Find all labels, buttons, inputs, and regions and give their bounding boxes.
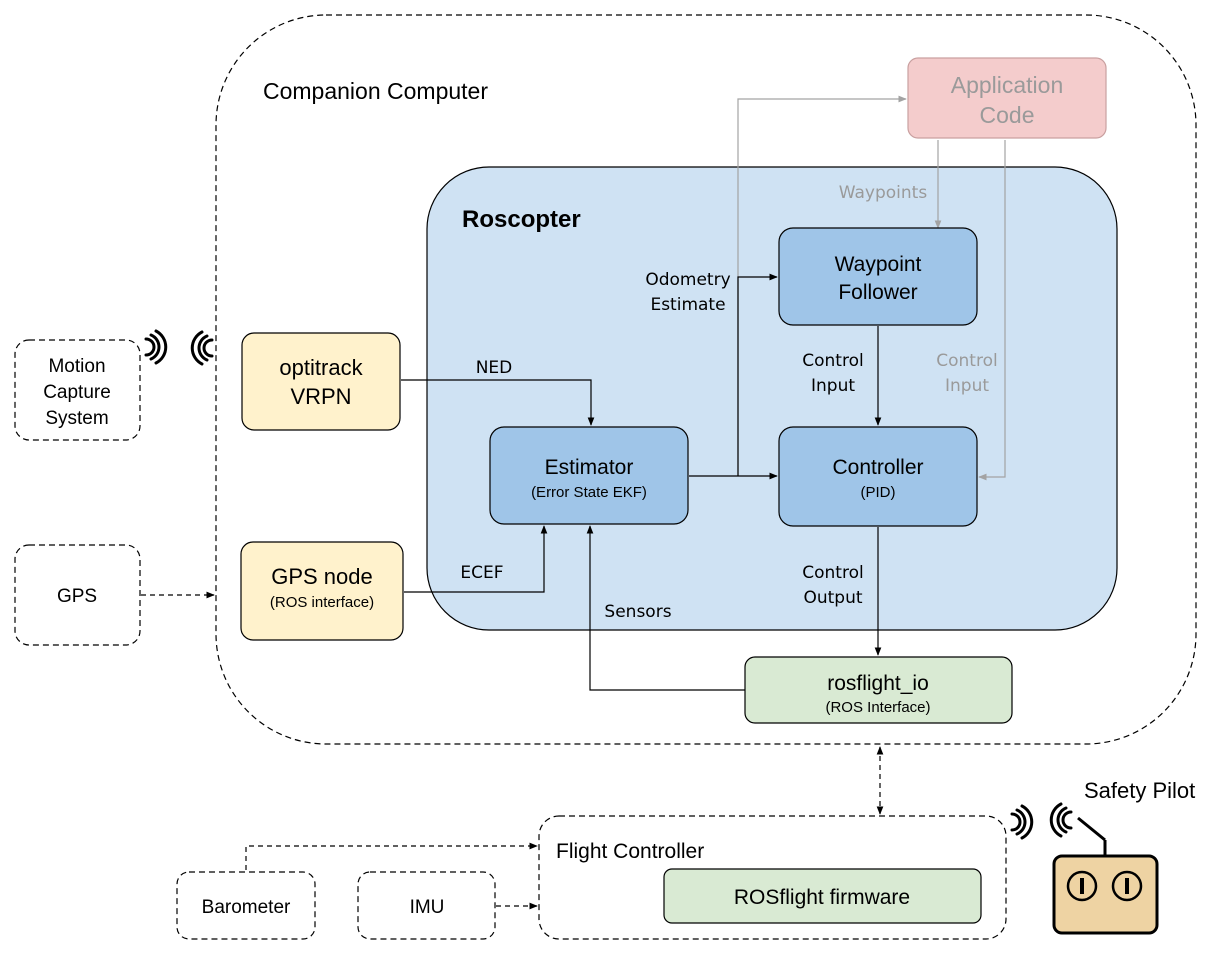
odometry-edge-label: Estimate bbox=[650, 295, 725, 315]
application-code-label: Application bbox=[951, 72, 1064, 98]
barometer-to-flight-controller-arrow bbox=[245, 842, 538, 870]
rosflight-firmware-node bbox=[663, 868, 982, 924]
gps-node-title: GPS node bbox=[271, 564, 373, 589]
controller-title: Controller bbox=[832, 456, 923, 479]
app-control-input-edge-label: Input bbox=[945, 376, 989, 396]
controller-subtitle: (PID) bbox=[861, 484, 896, 501]
ned-edge-label: NED bbox=[476, 358, 513, 378]
flight-controller-container bbox=[538, 815, 1007, 940]
roscopter-label: Roscopter bbox=[462, 206, 581, 233]
rc-transmitter-icon bbox=[1052, 816, 1159, 935]
app-control-input-arrow bbox=[978, 140, 1006, 481]
estimator-subtitle: (Error State EKF) bbox=[531, 484, 647, 501]
control-output-edge-label: Control bbox=[802, 563, 863, 583]
waypoint-follower-node bbox=[778, 227, 978, 326]
wireless-signal-icon bbox=[190, 330, 214, 366]
safety-pilot-label: Safety Pilot bbox=[1084, 778, 1195, 803]
rosflight-firmware-label: ROSflight firmware bbox=[734, 886, 910, 909]
ecef-edge-label: ECEF bbox=[460, 563, 503, 583]
app-control-input-edge-label: Control bbox=[936, 351, 997, 371]
sensors-arrow bbox=[586, 525, 745, 691]
wireless-signal-icon bbox=[1010, 804, 1034, 840]
optitrack-node bbox=[241, 332, 401, 431]
control-input-edge-label: Input bbox=[811, 376, 855, 396]
waypoint-follower-label: Waypoint bbox=[835, 253, 922, 276]
companion-computer-label: Companion Computer bbox=[263, 78, 488, 104]
ned-arrow bbox=[401, 379, 595, 426]
flight-controller-label: Flight Controller bbox=[556, 840, 704, 863]
motion-capture-system-box bbox=[14, 339, 141, 441]
application-code-node bbox=[907, 57, 1107, 139]
wireless-signal-icon bbox=[1049, 802, 1073, 838]
barometer-label: Barometer bbox=[202, 897, 291, 918]
imu-box bbox=[357, 871, 496, 940]
motion-capture-label: Motion bbox=[48, 356, 105, 377]
gps-label: GPS bbox=[57, 586, 97, 607]
odometry-edge-label: Odometry bbox=[645, 270, 730, 290]
optitrack-label: optitrack bbox=[279, 355, 363, 380]
gps-node bbox=[240, 541, 404, 641]
gps-box bbox=[14, 544, 141, 646]
optitrack-label: VRPN bbox=[290, 384, 351, 409]
controller-node bbox=[778, 426, 978, 527]
rosflight-io-title: rosflight_io bbox=[827, 672, 929, 695]
motion-capture-label: Capture bbox=[43, 382, 111, 403]
rosflight-io-subtitle: (ROS Interface) bbox=[825, 699, 930, 716]
roscopter-container bbox=[426, 166, 1118, 631]
ecef-arrow bbox=[404, 525, 548, 593]
gps-node-subtitle: (ROS interface) bbox=[270, 594, 374, 611]
sensors-edge-label: Sensors bbox=[604, 602, 671, 622]
barometer-box bbox=[176, 871, 316, 940]
waypoint-follower-label: Follower bbox=[838, 281, 917, 304]
wireless-signal-icon bbox=[144, 329, 168, 365]
estimator-node bbox=[489, 426, 689, 525]
estimator-title: Estimator bbox=[545, 456, 634, 479]
control-output-edge-label: Output bbox=[803, 588, 862, 608]
imu-label: IMU bbox=[410, 897, 445, 918]
motion-capture-label: System bbox=[45, 408, 108, 429]
companion-computer-container bbox=[215, 14, 1197, 745]
application-code-label: Code bbox=[980, 102, 1035, 128]
waypoints-edge-label: Waypoints bbox=[839, 183, 928, 203]
odometry-to-waypoint-arrow bbox=[737, 273, 778, 476]
control-input-edge-label: Control bbox=[802, 351, 863, 371]
